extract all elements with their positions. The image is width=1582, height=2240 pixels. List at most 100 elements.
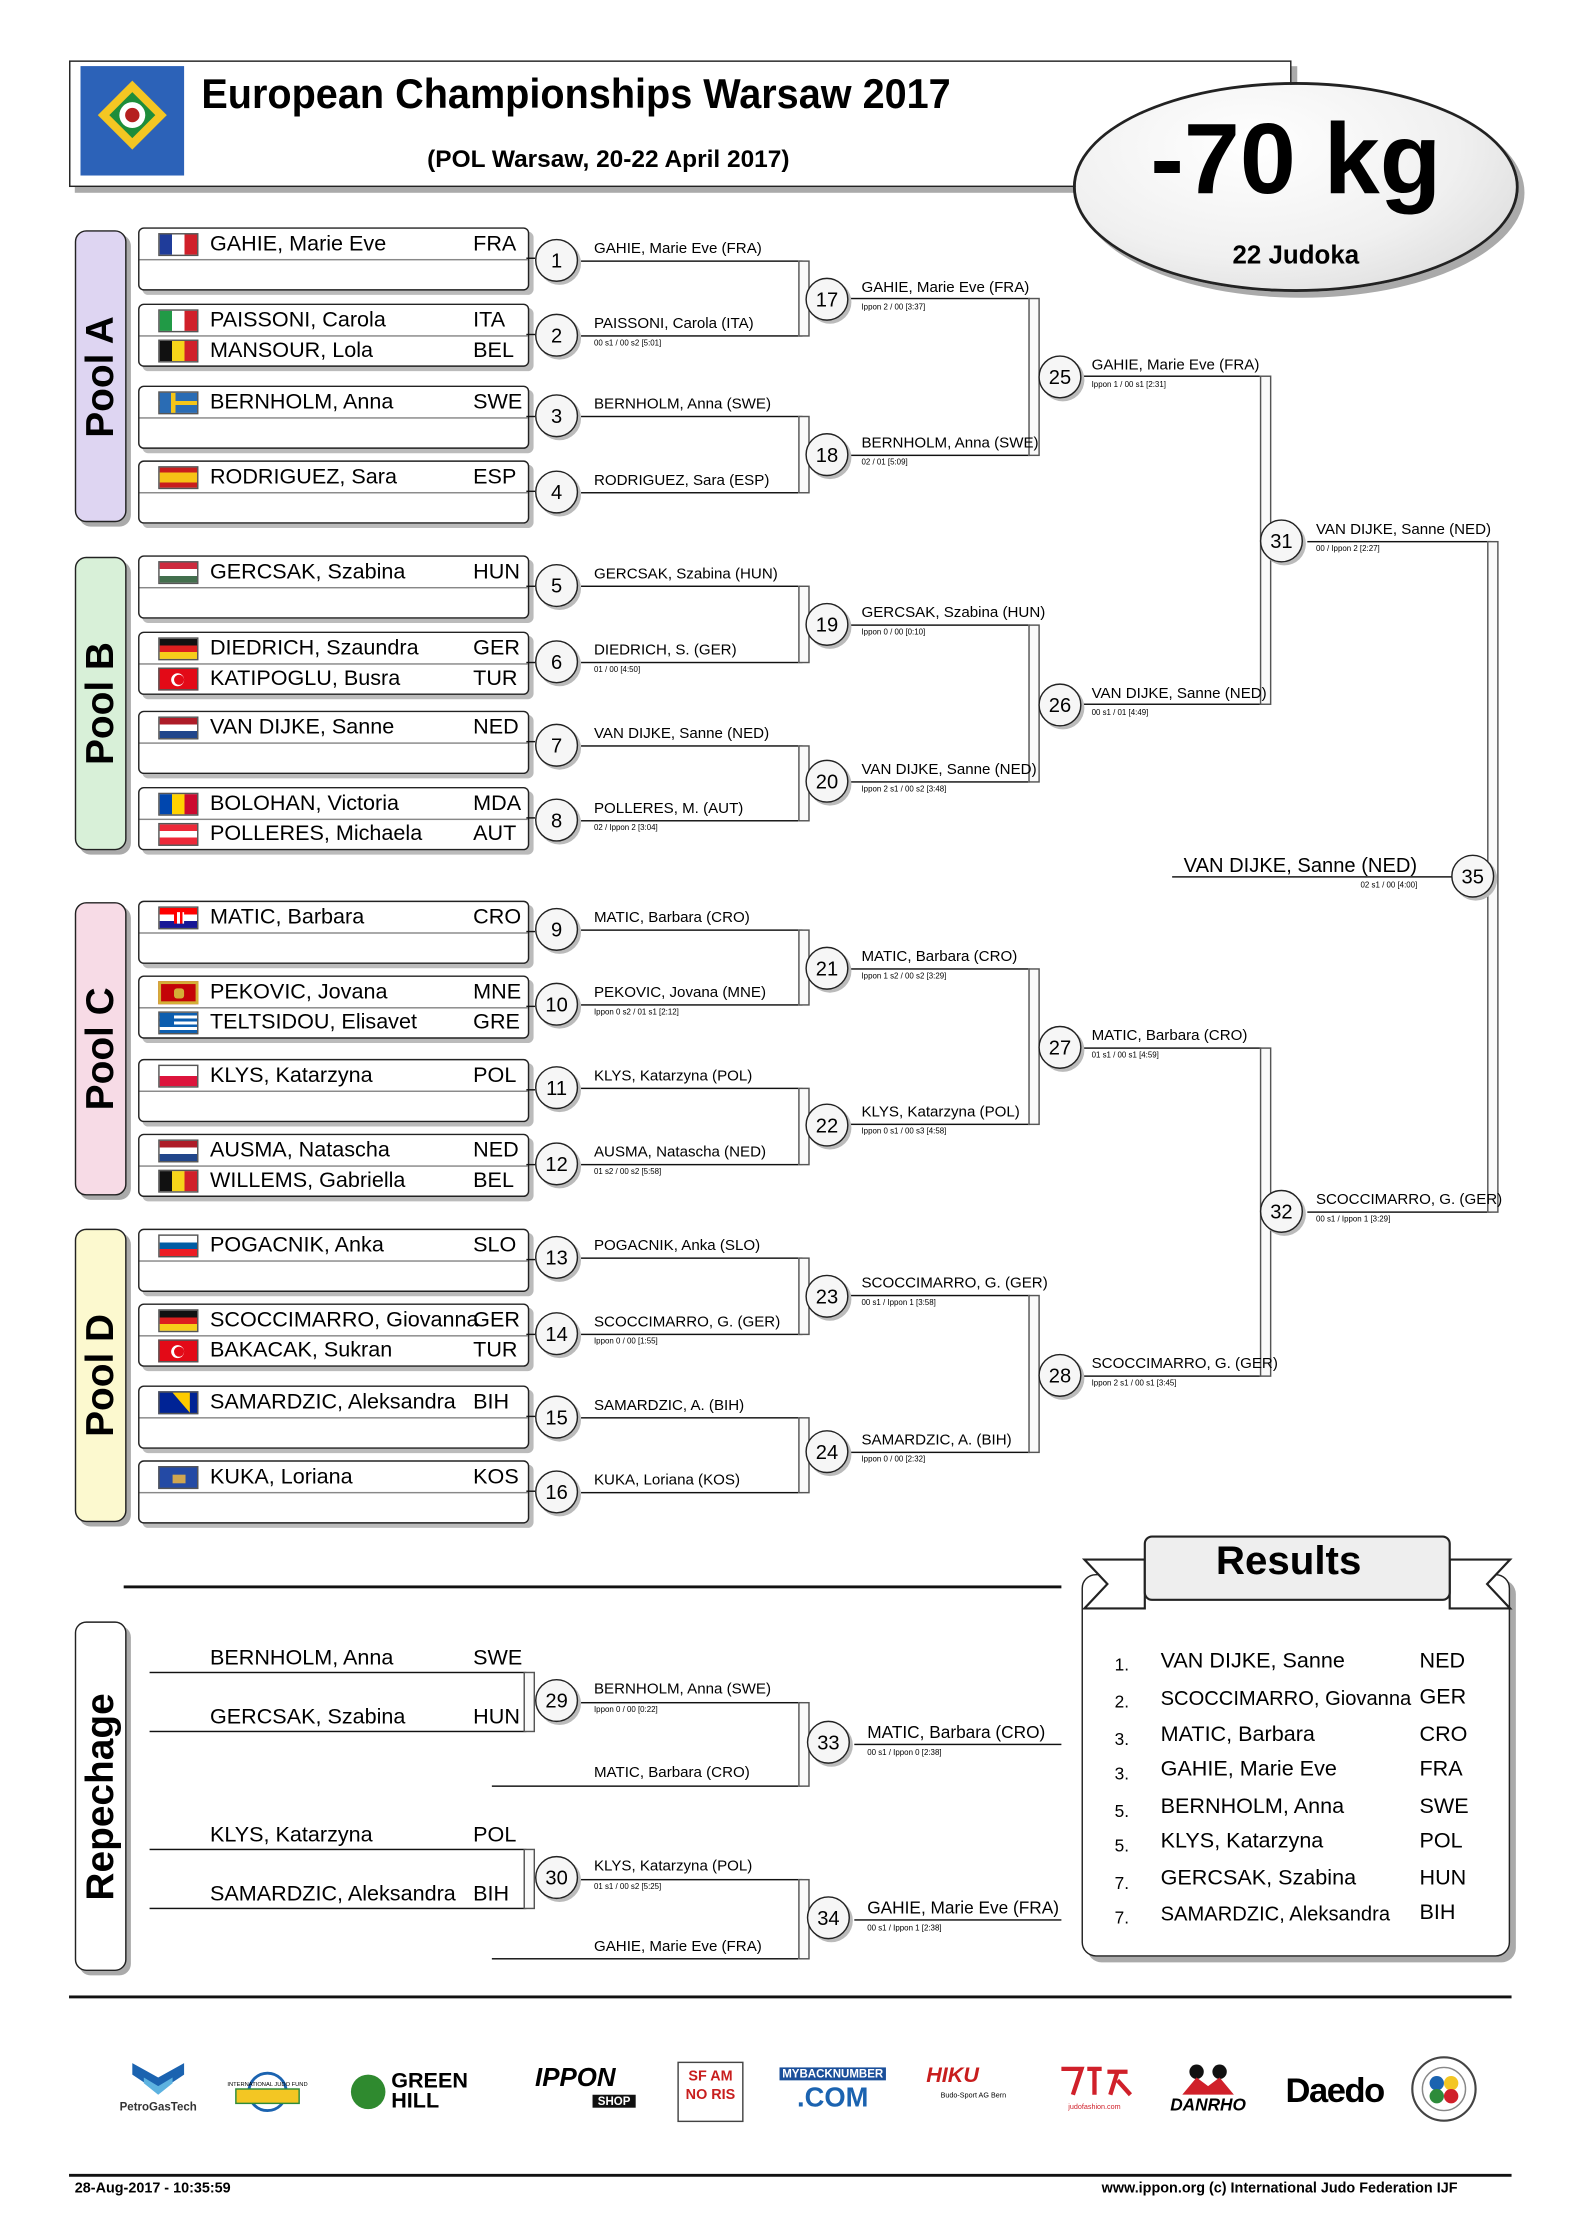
player-name: PEKOVIC, Jovana [209, 979, 388, 1005]
match-number: 33 [806, 1720, 850, 1764]
hiku-sub-text: Budo-Sport AG Bern [940, 2091, 1007, 2101]
match-score: Ippon 0 / 00 [2:32] [861, 1455, 926, 1465]
result-name: SCOCCIMARRO, Giovanna [1160, 1686, 1412, 1710]
player-country: HUN [473, 559, 520, 585]
ijf-eju-logo [80, 66, 185, 176]
judofashion-text: judofashion.com [1068, 2103, 1121, 2113]
pool-d-label: Pool D [74, 1228, 127, 1523]
flag-ita-icon [158, 309, 199, 333]
repechage-entrant: GERCSAK, Szabina [209, 1704, 406, 1730]
bracket-line [526, 1415, 536, 1418]
pool-c-text: Pool C [78, 987, 122, 1111]
bracket-line [581, 1163, 803, 1166]
player-name: SCOCCIMARRO, Giovanna [209, 1307, 479, 1333]
ijf-fund-logo: INTERNATIONAL JUDO FUND [227, 2060, 308, 2123]
match-score: 00 s1 / 00 s2 [5:01] [593, 339, 662, 349]
match-score: Ippon 2 s1 / 00 s2 [3:48] [861, 785, 947, 795]
repechage-text: Repechage [78, 1692, 122, 1900]
flag-tur-icon [158, 667, 199, 691]
result-country: BIH [1419, 1900, 1456, 1925]
player-name: MATIC, Barbara [209, 904, 365, 930]
ijf-logo [1409, 2054, 1478, 2123]
match-winner: MATIC, Barbara (CRO) [861, 948, 1018, 966]
bracket-line [139, 1335, 528, 1337]
flag-bel-icon [158, 1169, 199, 1193]
bracket-line [581, 1701, 803, 1704]
match-number: 23 [805, 1274, 849, 1318]
match-winner: GAHIE, Marie Eve (FRA) [861, 279, 1030, 297]
bracket-line [69, 1995, 1512, 1999]
match-winner: SAMARDZIC, A. (BIH) [861, 1431, 1012, 1449]
judoka-count: 22 Judoka [1232, 240, 1360, 270]
match-number: 9 [535, 907, 579, 951]
hiku-text: HIKU [926, 2063, 979, 2088]
match-number: 27 [1038, 1025, 1082, 1069]
flag-fra-icon [158, 233, 199, 257]
bracket-line [581, 585, 803, 588]
repechage-opponent: MATIC, Barbara (CRO) [593, 1763, 750, 1782]
bracket-line [526, 1163, 536, 1166]
green-hill-text: GREEN HILL [391, 2068, 468, 2114]
result-country: POL [1419, 1828, 1463, 1854]
bracket-line [526, 1089, 536, 1091]
result-country: GER [1419, 1684, 1467, 1710]
danrho-logo: DANRHO [1162, 2060, 1254, 2120]
match-score: 01 s1 / 00 s1 [4:59] [1091, 1051, 1159, 1061]
bracket-line [1307, 540, 1492, 543]
pool-a-label: Pool A [74, 230, 127, 523]
flag-esp-icon [158, 466, 199, 490]
player-country: ITA [473, 307, 506, 333]
player-country: GER [473, 635, 520, 661]
match-number: 7 [535, 723, 579, 767]
bracket-line [139, 742, 528, 744]
player-country: BEL [473, 338, 514, 363]
bracket-line [139, 492, 528, 494]
bracket-line [849, 1451, 1030, 1454]
match-score: 02 / 01 [5:09] [861, 458, 908, 468]
player-name: DIEDRICH, Szaundra [209, 635, 419, 661]
bracket-line [1307, 1211, 1492, 1214]
player-name: KATIPOGLU, Busra [209, 666, 401, 691]
match-number: 5 [535, 563, 579, 608]
match-winner: MATIC, Barbara (CRO) [1091, 1027, 1248, 1045]
match-winner: SCOCCIMARRO, G. (GER) [1091, 1355, 1278, 1373]
bracket-line [1080, 1047, 1262, 1050]
match-number: 35 [1451, 854, 1495, 898]
entry-box [138, 710, 530, 775]
match-score: 00 s1 / 01 [4:49] [1091, 709, 1149, 718]
flag-hun-icon [158, 561, 199, 585]
match-number: 4 [535, 470, 579, 514]
bracket-line [854, 1743, 1062, 1746]
bracket-line [149, 1907, 527, 1910]
player-country: NED [473, 1138, 519, 1163]
match-score: 00 s1 / Ippon 1 [3:29] [1315, 1215, 1391, 1225]
player-name: POGACNIK, Anka [209, 1232, 384, 1258]
match-winner: DIEDRICH, S. (GER) [593, 641, 737, 659]
match-number: 30 [535, 1855, 579, 1900]
bracket-line [849, 968, 1030, 970]
final-winner: VAN DIJKE, Sanne (NED) [1183, 853, 1418, 877]
match-winner: GAHIE, Marie Eve (FRA) [593, 240, 762, 258]
bracket-line [526, 333, 536, 336]
flag-bel-icon [158, 339, 199, 363]
ippon-shop-text: SHOP [592, 2094, 636, 2108]
pool-c-label: Pool C [74, 902, 127, 1196]
match-winner: KLYS, Katarzyna (POL) [593, 1857, 753, 1875]
weight-class: -70 kg [1150, 102, 1442, 215]
entry-box [138, 227, 530, 291]
bracket-line [139, 818, 528, 821]
repechage-entrant: KLYS, Katarzyna [209, 1822, 373, 1848]
player-country: GRE [473, 1009, 520, 1035]
bracket-bar [523, 1671, 536, 1733]
match-score: 02 / Ippon 2 [3:04] [593, 824, 658, 834]
flag-ned-icon [158, 1139, 199, 1163]
hiku-logo: HIKU Budo-Sport AG Bern [918, 2063, 1027, 2121]
bracket-line [526, 1490, 536, 1493]
bracket-line [581, 1417, 803, 1419]
match-number: 29 [535, 1678, 579, 1723]
mybacknumber-logo: MYBACKNUMBER .COM [779, 2067, 886, 2119]
daedo-text: Daedo [1285, 2071, 1385, 2111]
event-title: European Championships Warsaw 2017 [201, 71, 951, 118]
entry-box [138, 303, 530, 367]
